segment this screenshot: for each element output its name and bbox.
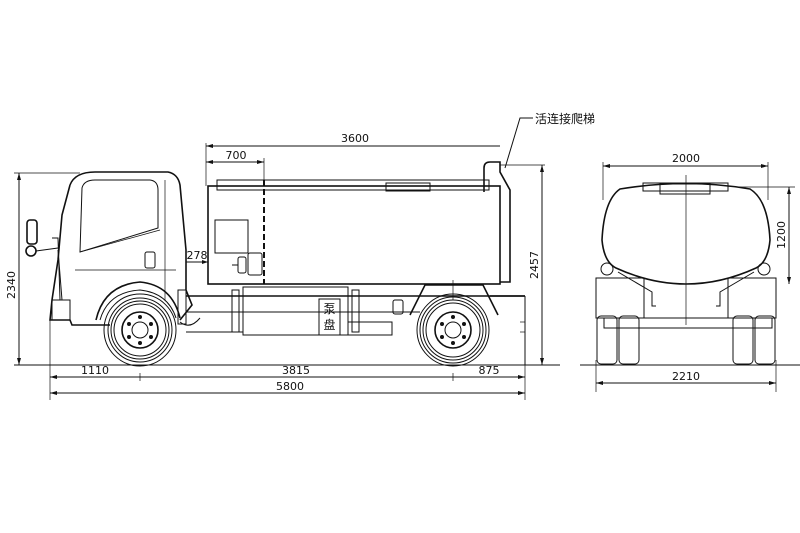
- dim-rear-tank-width: 2000: [602, 152, 769, 200]
- chassis: 泵 盘: [186, 286, 526, 365]
- dim-5800: 5800: [276, 380, 304, 393]
- dim-1110: 1110: [81, 364, 109, 377]
- dim-278: 278: [187, 249, 208, 262]
- dim-2457: 2457: [528, 251, 541, 279]
- rear-tank-shell: [601, 182, 771, 285]
- dim-700: 700: [226, 149, 247, 162]
- dim-rear-overall-width: 2210: [595, 360, 777, 392]
- dim-front-section: 700: [206, 149, 265, 186]
- cab: [49, 171, 201, 326]
- rear-wheel: [416, 293, 490, 367]
- dim-cab-gap: 278: [186, 249, 208, 264]
- dim-1200: 1200: [775, 221, 788, 249]
- ladder-annotation-label: 活连接爬梯: [535, 111, 595, 126]
- pump-box: [318, 298, 341, 336]
- dim-875: 875: [479, 364, 500, 377]
- pump-box-label-2: 盘: [323, 317, 335, 332]
- dim-3600: 3600: [341, 132, 369, 145]
- dim-3815: 3815: [282, 364, 310, 377]
- dim-tank-height: 2457: [500, 164, 545, 365]
- dim-bottom: 1110 3815 875 5800: [49, 320, 526, 400]
- mirror-icon: [25, 219, 59, 257]
- tank: [207, 161, 511, 285]
- front-wheel: [103, 293, 177, 367]
- pump-box-label-1: 泵: [323, 302, 335, 316]
- ladder-annotation: 活连接爬梯: [504, 111, 595, 169]
- rear-view: 2000 1200 2210: [580, 152, 800, 392]
- dim-tank-length: 3600: [205, 132, 500, 186]
- dim-2210: 2210: [672, 370, 700, 383]
- dim-2000: 2000: [672, 152, 700, 165]
- dim-overall-height: 2340: [5, 172, 80, 365]
- rear-mudguard: [409, 284, 499, 316]
- dim-rear-tank-height: 1200: [735, 186, 795, 284]
- dim-2340: 2340: [5, 271, 18, 299]
- ladder: [483, 161, 511, 283]
- side-view: 2340: [5, 111, 595, 400]
